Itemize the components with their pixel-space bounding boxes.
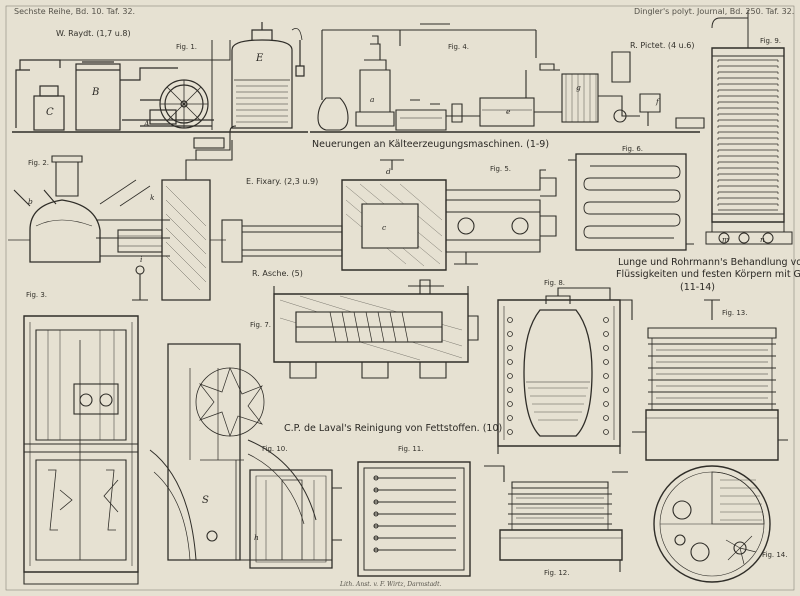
label-fig2: Fig. 2. xyxy=(28,159,50,167)
header-right: Dingler's polyt. Journal, Bd. 250. Taf. … xyxy=(634,7,795,16)
letter-C: C xyxy=(46,107,54,118)
plate-border xyxy=(5,5,795,591)
label-fig12: Fig. 12. xyxy=(544,569,570,577)
author-raydt: W. Raydt. (1,7 u.8) xyxy=(56,29,131,38)
title-lunge-range: (11-14) xyxy=(680,282,716,293)
label-fig5: Fig. 5. xyxy=(490,165,512,173)
fig8-drawing xyxy=(497,287,633,454)
imprint: Lith. Anst. v. F. Wirtz, Darmstadt. xyxy=(340,581,442,588)
label-fig3: Fig. 3. xyxy=(26,291,48,299)
title-lunge-1: Lunge und Rohrmann's Behandlung von xyxy=(618,257,800,268)
label-fig13: Fig. 13. xyxy=(722,309,748,317)
label-fig4: Fig. 4. xyxy=(448,43,470,51)
letter-h: h xyxy=(254,533,259,542)
letter-E: E xyxy=(256,53,264,64)
label-fig7: Fig. 7. xyxy=(250,321,272,329)
letter-B: B xyxy=(92,87,100,98)
letter-i: i xyxy=(140,255,143,264)
letter-S: S xyxy=(202,495,209,506)
fig10-drawing xyxy=(149,343,342,569)
letter-n: n xyxy=(760,235,765,244)
label-fig1: Fig. 1. xyxy=(176,43,198,51)
title-laval: C.P. de Laval's Reinigung von Fettstoffe… xyxy=(284,423,503,434)
fig13-drawing xyxy=(632,299,788,461)
label-fig9: Fig. 9. xyxy=(760,37,782,45)
letter-g: g xyxy=(576,83,581,92)
letter-b: b xyxy=(28,197,33,206)
author-asche: R. Asche. (5) xyxy=(252,269,303,278)
label-fig6: Fig. 6. xyxy=(622,145,644,153)
letter-e: e xyxy=(506,107,511,116)
fig12-drawing xyxy=(484,465,628,572)
letter-A: A xyxy=(144,119,150,128)
title-lunge-2: Flüssigkeiten und festen Körpern mit Gas… xyxy=(616,269,800,280)
fig4-drawing xyxy=(310,23,705,133)
letter-k: k xyxy=(150,193,155,202)
label-fig14: Fig. 14. xyxy=(762,551,788,559)
fig11-drawing xyxy=(357,461,471,577)
fig1-drawing xyxy=(12,22,308,133)
label-fig11: Fig. 11. xyxy=(398,445,424,453)
author-pictet: R. Pictet. (4 u.6) xyxy=(630,41,695,50)
fig5-drawing xyxy=(221,159,557,271)
author-fixary: E. Fixary. (2,3 u.9) xyxy=(246,177,319,186)
letter-a: a xyxy=(370,95,375,104)
fig2-drawing xyxy=(8,125,237,301)
fig6-drawing xyxy=(568,153,694,251)
fig7-drawing xyxy=(273,279,479,379)
letter-m: m xyxy=(722,235,730,244)
fig9-drawing xyxy=(705,10,793,245)
letter-f: f xyxy=(656,97,659,106)
title-kaelte: Neuerungen an Kälteerzeugungsmaschinen. … xyxy=(312,139,550,150)
fig3-drawing xyxy=(23,315,139,585)
letter-c: c xyxy=(382,223,387,232)
label-fig10: Fig. 10. xyxy=(262,445,288,453)
fig14-drawing xyxy=(653,465,771,583)
header-left: Sechste Reihe, Bd. 10. Taf. 32. xyxy=(14,7,136,16)
label-fig8: Fig. 8. xyxy=(544,279,566,287)
letter-d: d xyxy=(386,167,391,176)
